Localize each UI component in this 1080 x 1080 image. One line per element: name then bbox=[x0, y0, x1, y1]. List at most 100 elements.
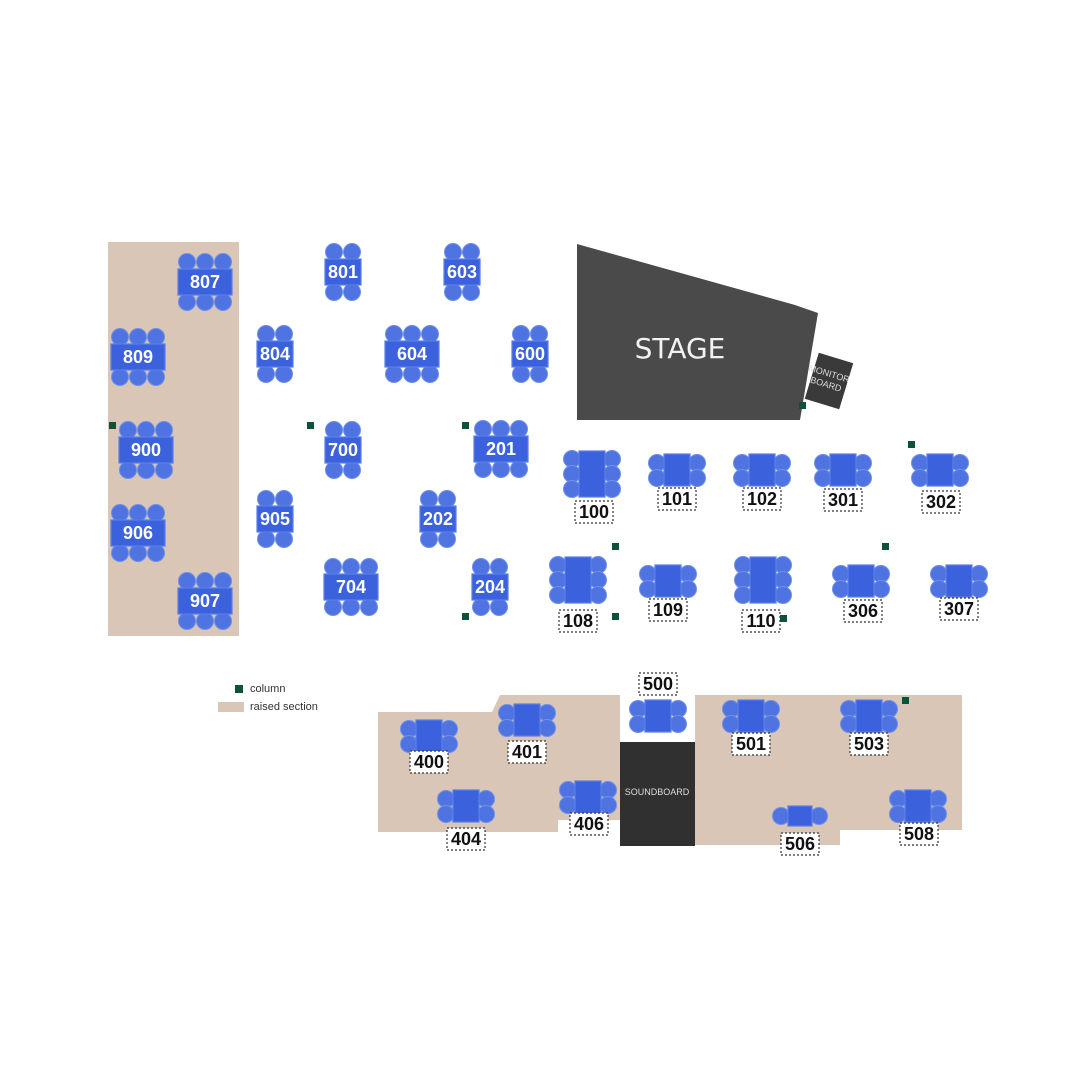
seat bbox=[147, 504, 165, 522]
stage bbox=[577, 244, 818, 420]
table-number-label: 700 bbox=[328, 440, 358, 460]
seat bbox=[477, 805, 495, 823]
table-508[interactable]: 508 bbox=[889, 789, 947, 846]
seat bbox=[325, 243, 343, 261]
table-label-box bbox=[742, 487, 782, 511]
table-top bbox=[513, 703, 541, 737]
table-807[interactable]: 807 bbox=[177, 253, 233, 311]
seat bbox=[589, 571, 607, 589]
seat bbox=[840, 715, 858, 733]
soundboard-label: SOUNDBOARD bbox=[625, 787, 690, 797]
seat bbox=[214, 572, 232, 590]
table-100[interactable]: 100 bbox=[563, 450, 621, 524]
table-number-label: 101 bbox=[662, 489, 692, 509]
table-404[interactable]: 404 bbox=[437, 789, 495, 851]
seat bbox=[772, 807, 790, 825]
column-marker bbox=[612, 613, 619, 620]
table-110[interactable]: 110 bbox=[734, 556, 792, 633]
table-label-box bbox=[409, 750, 449, 774]
table-201[interactable]: 201 bbox=[473, 420, 529, 478]
seat bbox=[563, 465, 581, 483]
table-604[interactable]: 604 bbox=[384, 325, 440, 383]
table-number-label: 404 bbox=[451, 829, 481, 849]
seat bbox=[325, 421, 343, 439]
seat bbox=[970, 565, 988, 583]
seat bbox=[400, 735, 418, 753]
seat bbox=[360, 598, 378, 616]
table-700[interactable]: 700 bbox=[324, 421, 362, 479]
seat bbox=[325, 461, 343, 479]
seat bbox=[872, 580, 890, 598]
seat bbox=[178, 253, 196, 271]
table-top bbox=[323, 573, 379, 601]
table-500[interactable]: 500 bbox=[629, 672, 687, 733]
table-307[interactable]: 307 bbox=[930, 564, 988, 621]
table-top bbox=[748, 453, 776, 487]
table-number-label: 906 bbox=[123, 523, 153, 543]
table-number-label: 804 bbox=[260, 344, 290, 364]
table-number-label: 506 bbox=[785, 834, 815, 854]
table-600[interactable]: 600 bbox=[511, 325, 549, 383]
table-108[interactable]: 108 bbox=[549, 556, 607, 633]
column-marker bbox=[902, 697, 909, 704]
table-label-box bbox=[921, 490, 961, 514]
seat bbox=[444, 243, 462, 261]
table-number-label: 905 bbox=[260, 509, 290, 529]
seat bbox=[669, 715, 687, 733]
table-809[interactable]: 809 bbox=[110, 328, 166, 386]
seat bbox=[421, 325, 439, 343]
table-704[interactable]: 704 bbox=[323, 558, 379, 616]
table-202[interactable]: 202 bbox=[419, 490, 457, 548]
seat bbox=[275, 365, 293, 383]
seat bbox=[930, 565, 948, 583]
seat bbox=[196, 612, 214, 630]
seat bbox=[437, 790, 455, 808]
table-top bbox=[177, 268, 233, 296]
seat bbox=[629, 715, 647, 733]
table-503[interactable]: 503 bbox=[840, 699, 898, 756]
table-907[interactable]: 907 bbox=[177, 572, 233, 630]
seat bbox=[147, 328, 165, 346]
seat bbox=[137, 461, 155, 479]
table-109[interactable]: 109 bbox=[639, 564, 697, 622]
table-306[interactable]: 306 bbox=[832, 564, 890, 623]
table-102[interactable]: 102 bbox=[733, 453, 791, 511]
table-603[interactable]: 603 bbox=[443, 243, 481, 301]
seat bbox=[490, 558, 508, 576]
table-501[interactable]: 501 bbox=[722, 699, 780, 756]
seat bbox=[343, 243, 361, 261]
seat bbox=[563, 480, 581, 498]
table-top bbox=[324, 258, 362, 286]
table-406[interactable]: 406 bbox=[559, 780, 617, 836]
seat bbox=[325, 283, 343, 301]
table-804[interactable]: 804 bbox=[256, 325, 294, 383]
table-number-label: 500 bbox=[643, 674, 673, 694]
table-401[interactable]: 401 bbox=[498, 703, 556, 764]
table-801[interactable]: 801 bbox=[324, 243, 362, 301]
table-top bbox=[415, 719, 443, 753]
seat bbox=[421, 365, 439, 383]
table-900[interactable]: 900 bbox=[118, 421, 174, 479]
table-906[interactable]: 906 bbox=[110, 504, 166, 562]
seat bbox=[472, 598, 490, 616]
soundboard bbox=[620, 742, 695, 846]
table-400[interactable]: 400 bbox=[400, 719, 458, 774]
table-302[interactable]: 302 bbox=[911, 453, 969, 514]
table-number-label: 503 bbox=[854, 734, 884, 754]
seat bbox=[512, 365, 530, 383]
table-101[interactable]: 101 bbox=[648, 453, 706, 511]
seat bbox=[911, 454, 929, 472]
seat bbox=[129, 504, 147, 522]
seat bbox=[669, 700, 687, 718]
table-905[interactable]: 905 bbox=[256, 490, 294, 548]
seat bbox=[147, 544, 165, 562]
table-204[interactable]: 204 bbox=[471, 558, 509, 616]
seat bbox=[111, 368, 129, 386]
seat bbox=[774, 586, 792, 604]
seat bbox=[603, 480, 621, 498]
seat bbox=[599, 796, 617, 814]
table-301[interactable]: 301 bbox=[814, 453, 872, 512]
table-top bbox=[564, 556, 592, 604]
table-506[interactable]: 506 bbox=[772, 805, 828, 856]
